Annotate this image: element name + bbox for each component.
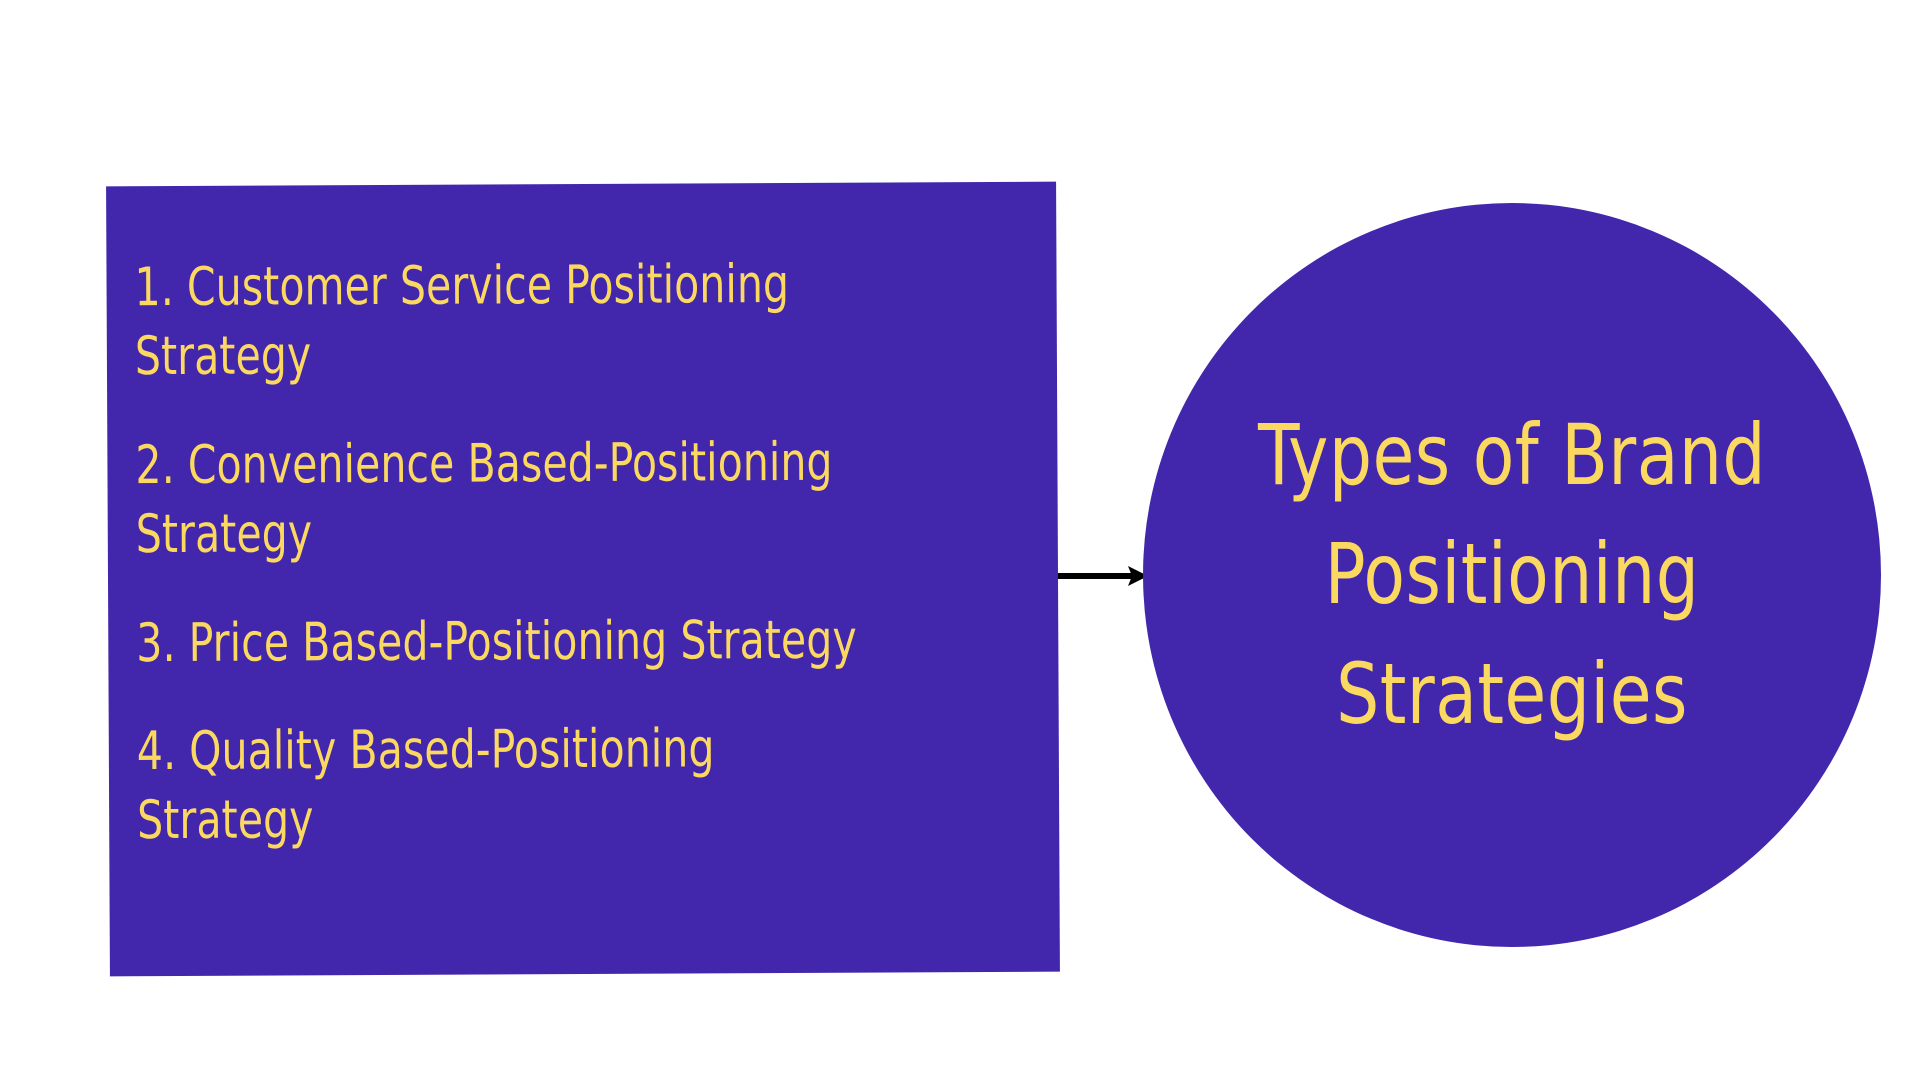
list-item: 4. Quality Based-Positioning Strategy xyxy=(136,718,715,852)
list-item: 3. Price Based-Positioning Strategy xyxy=(136,609,857,674)
strategy-list-container: 1. Customer Service Positioning Strategy… xyxy=(106,182,1060,977)
flow-connector xyxy=(1052,548,1152,604)
circle-title-line: Positioning xyxy=(1324,525,1700,624)
circle-title-line: Strategies xyxy=(1336,644,1688,743)
list-item: 1. Customer Service Positioning Strategy xyxy=(134,253,790,388)
circle-title-line: Types of Brand xyxy=(1257,406,1767,505)
brand-positioning-circle-node[interactable]: Types of Brand Positioning Strategies xyxy=(1143,203,1881,947)
arrow-right-icon xyxy=(1058,566,1148,586)
list-item: 2. Convenience Based-Positioning Strateg… xyxy=(135,431,833,565)
strategy-list-node[interactable]: 1. Customer Service Positioning Strategy… xyxy=(106,181,1060,977)
circle-node-title: Types of Brand Positioning Strategies xyxy=(1233,396,1791,754)
